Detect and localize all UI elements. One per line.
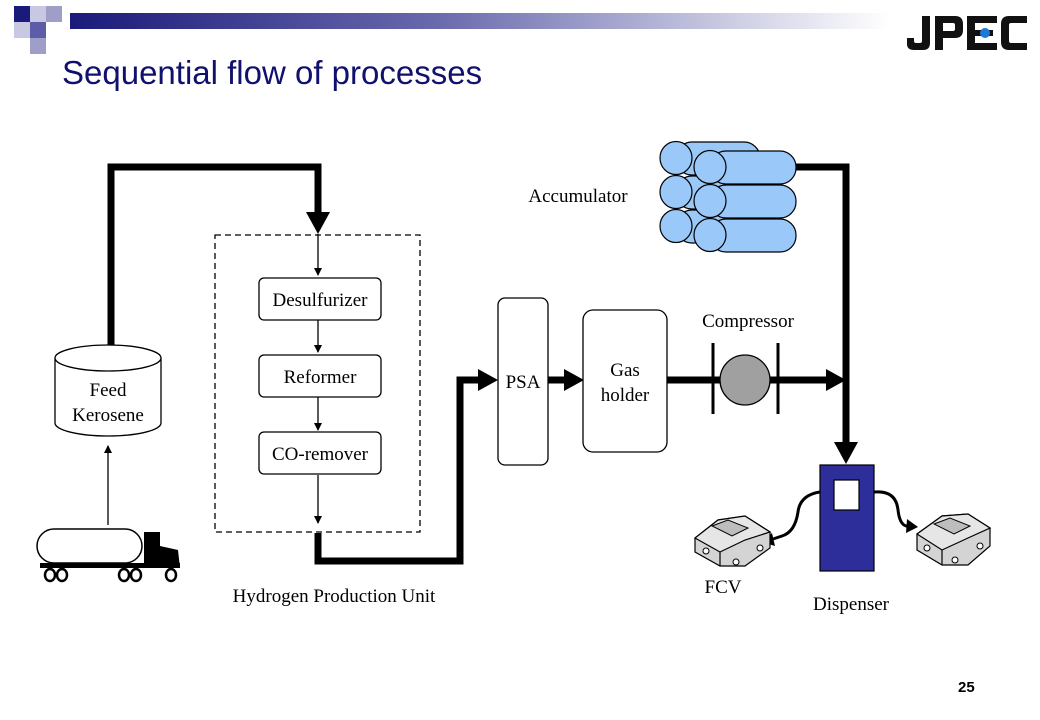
header-square-decoration (14, 22, 30, 38)
fcv-car-right-icon (915, 513, 992, 566)
reformer-label: Reformer (284, 367, 357, 388)
feed-flow-line (107, 163, 322, 345)
fcv-label: FCV (705, 577, 742, 598)
hydrogen-production-unit-label: Hydrogen Production Unit (233, 586, 436, 607)
gas-holder-label-line1: Gas (610, 360, 640, 381)
co-remover-label: CO-remover (272, 444, 369, 465)
compressor-outlet-arrowhead (826, 369, 846, 391)
psa-arrowhead (478, 369, 498, 391)
left-hose (769, 490, 821, 542)
fcv-car-left-icon (693, 515, 772, 567)
desulfurizer-label: Desulfurizer (273, 290, 369, 311)
dispenser-arrowhead (834, 442, 858, 464)
tanker-truck-icon (36, 528, 180, 583)
unit-to-psa-line (314, 376, 482, 565)
feed-arrowhead (306, 212, 330, 234)
accumulator-label: Accumulator (528, 186, 628, 207)
compressor-label: Compressor (702, 311, 795, 332)
psa-label: PSA (506, 372, 541, 393)
gas-holder-arrowhead (564, 369, 584, 391)
header-square-decoration (46, 6, 62, 22)
gas-holder-box (582, 309, 668, 453)
header-square-decoration (30, 38, 46, 54)
header-gradient-bar (70, 13, 890, 29)
accumulator-cylinders (659, 140, 797, 253)
header-square-decoration (30, 22, 46, 38)
header-square-decoration (30, 6, 46, 22)
desulfurizer-box (258, 277, 382, 321)
feed-tank-label-line2: Kerosene (72, 405, 144, 426)
reformer-box (258, 354, 382, 398)
accumulator-to-dispenser-line (795, 163, 850, 445)
dispenser-label: Dispenser (813, 594, 890, 615)
jpec-logo (905, 10, 1030, 54)
slide-title: Sequential flow of processes (62, 54, 483, 91)
feed-tank-label-line1: Feed (90, 380, 127, 401)
header-square-decoration (14, 6, 30, 22)
feed-kerosene-tank (54, 344, 162, 437)
dispenser-display (833, 479, 860, 511)
page-number: 25 (958, 679, 975, 696)
co-remover-box (258, 431, 382, 475)
right-hose (873, 490, 911, 528)
compressor-circle (719, 354, 771, 406)
gas-holder-label-line2: holder (601, 385, 650, 406)
